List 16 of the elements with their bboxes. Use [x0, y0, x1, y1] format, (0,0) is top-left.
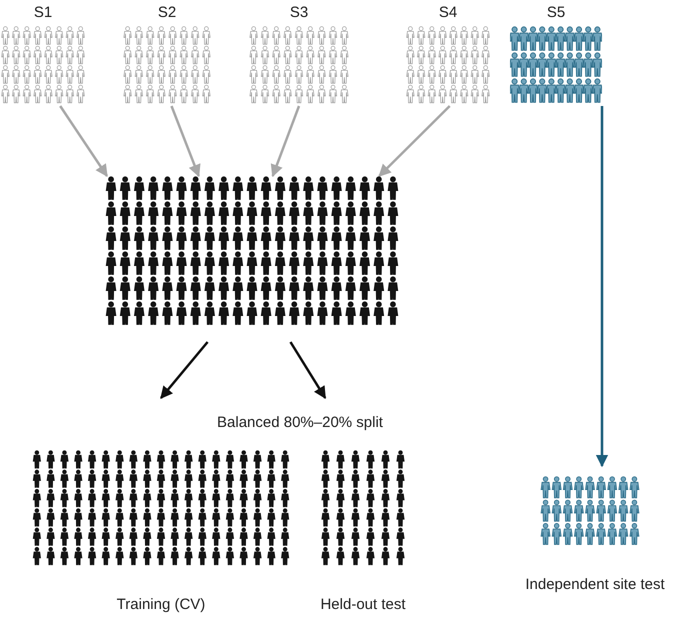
split-label: Balanced 80%–20% split: [216, 414, 384, 431]
group-label: Held-out test: [319, 596, 407, 613]
site-label: S1: [32, 4, 54, 21]
group-label: Training (CV): [116, 596, 206, 613]
arrow: [170, 106, 200, 178]
site-label: S2: [156, 4, 178, 21]
arrow: [596, 106, 608, 468]
arrow: [160, 341, 209, 399]
site-label: S4: [438, 4, 458, 21]
group-label: Independent site test: [524, 576, 666, 593]
arrow: [59, 105, 108, 178]
site-label: S5: [546, 4, 566, 21]
site-label: S3: [288, 4, 310, 21]
arrow: [378, 105, 451, 177]
arrow: [289, 341, 326, 400]
arrow: [270, 106, 300, 178]
